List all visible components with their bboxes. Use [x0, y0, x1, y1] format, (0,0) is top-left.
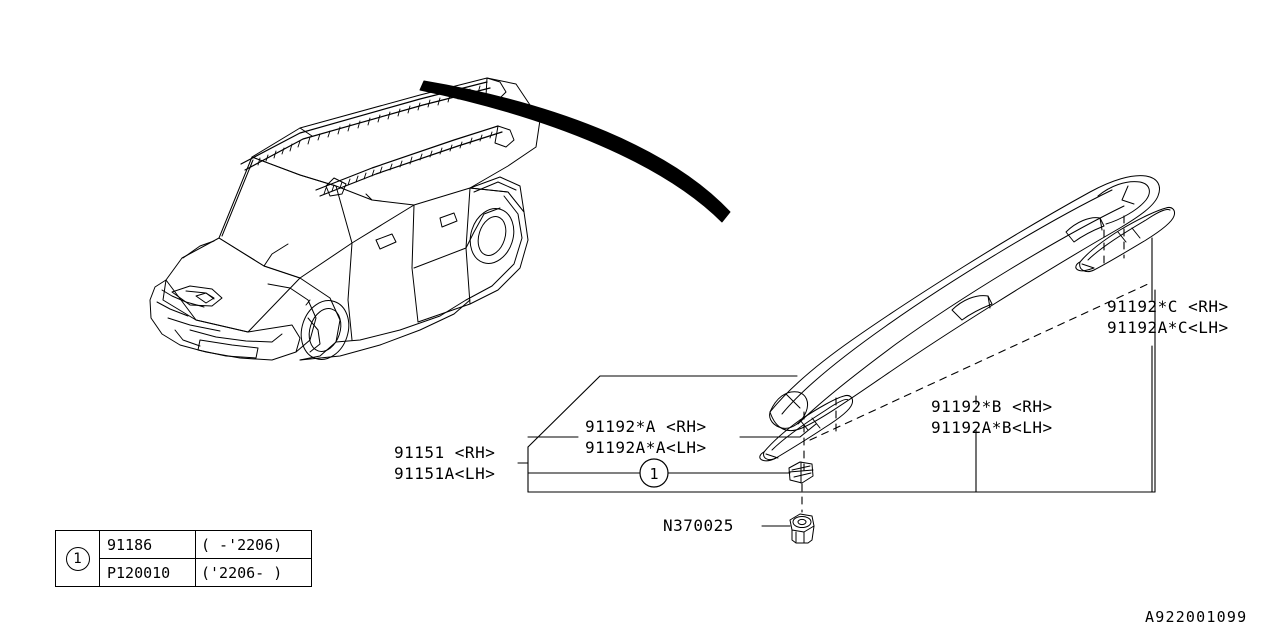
- label-91192-b-rh: 91192*B <RH>: [931, 397, 1053, 416]
- clip-part-callout: [788, 461, 814, 484]
- bracket-part-b: [759, 395, 853, 462]
- label-91192-c-rh: 91192*C <RH>: [1107, 297, 1229, 316]
- vehicle-illustration: [149, 77, 541, 361]
- label-n370025: N370025: [663, 516, 734, 535]
- legend-row-1: 91186 ( -'2206): [100, 531, 311, 559]
- legend-table: 1 91186 ( -'2206) P120010 ('2206- ): [55, 530, 312, 587]
- callout-arrow: [419, 80, 731, 223]
- legend-key-number: 1: [65, 546, 90, 571]
- label-91151-lh: 91151A<LH>: [394, 464, 496, 483]
- roof-rail-detail: [769, 175, 1160, 432]
- legend-row-2: P120010 ('2206- ): [100, 559, 311, 586]
- label-91192-c-lh: 91192A*C<LH>: [1107, 318, 1229, 337]
- legend-date-range-1: ( -'2206): [201, 535, 283, 554]
- legend-part-number-2: P120010: [100, 559, 196, 586]
- legend-date-range-2: ('2206- ): [201, 563, 283, 582]
- legend-key-cell: 1: [56, 531, 100, 586]
- callout-marker-circle: [639, 458, 669, 488]
- label-91151-rh: 91151 <RH>: [394, 443, 496, 462]
- label-91192-a-lh: 91192A*A<LH>: [585, 438, 707, 457]
- label-91192-b-lh: 91192A*B<LH>: [931, 418, 1053, 437]
- leader-lines: [517, 215, 1156, 527]
- legend-part-number-1: 91186: [100, 531, 196, 558]
- legend-rows: 91186 ( -'2206) P120010 ('2206- ): [100, 531, 311, 586]
- label-91192-a-rh: 91192*A <RH>: [585, 417, 707, 436]
- nut-part: [789, 513, 815, 544]
- callout-marker-number: 1: [649, 465, 658, 483]
- diagram-code: A922001099: [1145, 608, 1248, 626]
- bracket-part-c: [1075, 207, 1175, 273]
